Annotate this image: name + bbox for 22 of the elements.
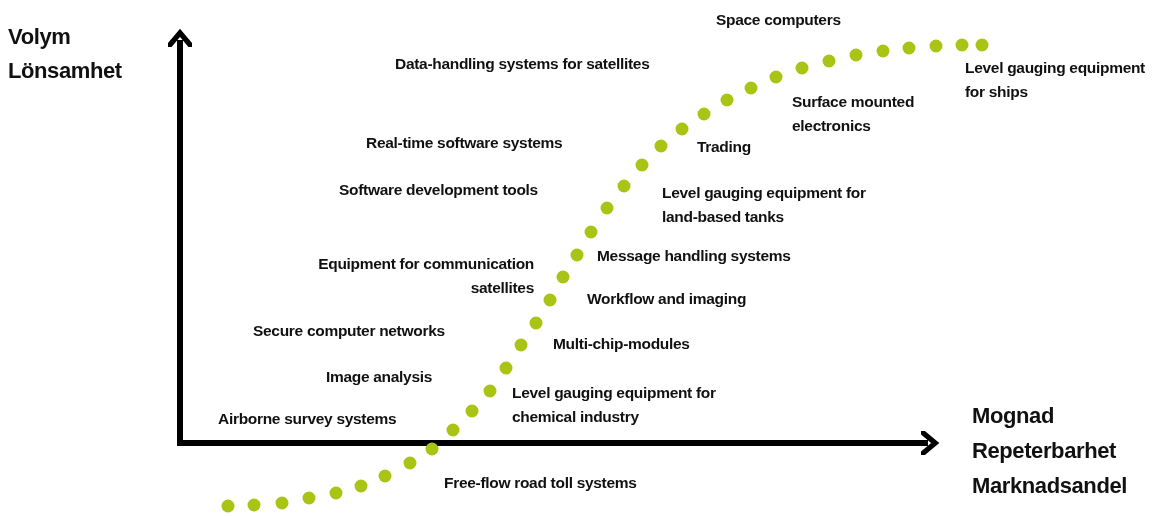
category-label: Real-time software systems	[366, 133, 564, 153]
category-label: Level gauging equipment for ships	[965, 58, 1146, 102]
category-label: Workflow and imaging	[587, 289, 748, 309]
category-label: Level gauging equipment for land-based tanks	[662, 183, 867, 227]
category-label: Equipment for communication satellites	[317, 254, 534, 298]
category-label: Space computers	[716, 10, 842, 30]
category-label: Airborne survey systems	[218, 409, 398, 429]
axis-title: Mognad	[972, 403, 1055, 429]
axis-title: Marknadsandel	[972, 473, 1128, 499]
category-label: Trading	[697, 137, 752, 157]
axis-title: Repeterbarhet	[972, 438, 1117, 464]
category-label: Software development tools	[339, 180, 539, 200]
axis-title: Volym	[8, 24, 72, 50]
category-label: Level gauging equipment for chemical industry	[512, 383, 717, 427]
category-label: Multi-chip-modules	[553, 334, 691, 354]
category-label: Free-flow road toll systems	[444, 473, 638, 493]
category-label: Data-handling systems for satellites	[395, 54, 651, 74]
category-label: Message handling systems	[597, 246, 792, 266]
category-label: Image analysis	[326, 367, 434, 387]
category-label: Surface mounted electronics	[792, 92, 916, 136]
category-label: Secure computer networks	[253, 321, 446, 341]
axis-title: Lönsamhet	[8, 58, 123, 84]
